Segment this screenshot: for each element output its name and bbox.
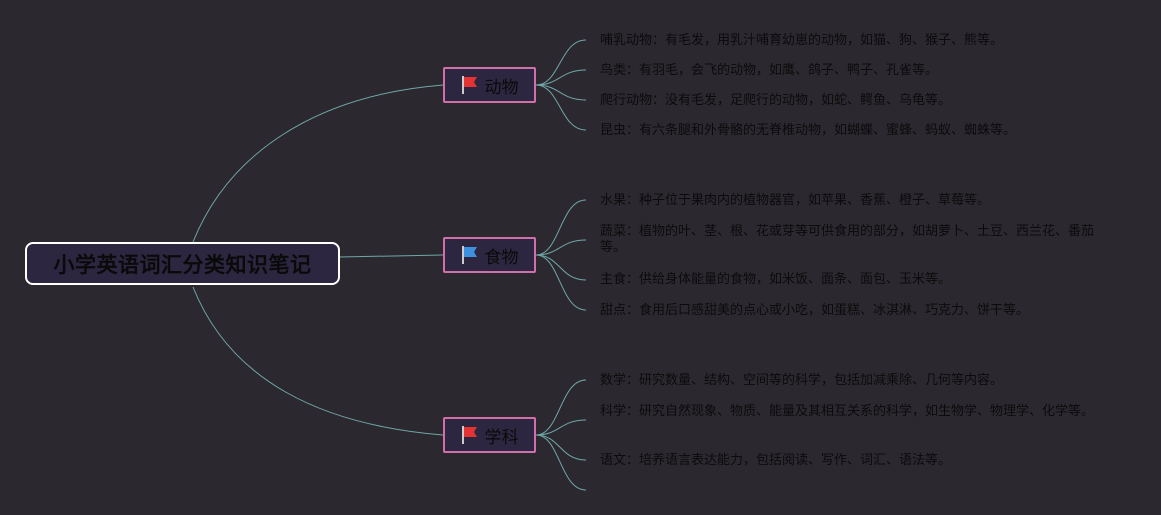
leaf-item[interactable]: 甜点：食用后口感甜美的点心或小吃，如蛋糕、冰淇淋、巧克力、饼干等。	[600, 303, 1030, 318]
topic-node-subjects[interactable]: 学科	[443, 417, 536, 453]
topic-2-branch-0	[535, 379, 587, 436]
leaf-item[interactable]: 主食：供给身体能量的食物，如米饭、面条、面包、玉米等。	[600, 272, 952, 287]
leaf-item[interactable]: 爬行动物：没有毛发，足爬行的动物，如蛇、鳄鱼、乌龟等。	[600, 93, 952, 108]
topic-1-branch-0	[535, 199, 587, 256]
leaf-item[interactable]: 科学：研究自然现象、物质、能量及其相互关系的科学，如生物学、物理学、化学等。	[600, 404, 1095, 419]
flag-pole	[461, 246, 464, 264]
leaf-item[interactable]: 数学：研究数量、结构、空间等的科学，包括加减乘除、几何等内容。	[600, 373, 1004, 388]
topic-1-branch-1	[535, 239, 587, 256]
topic-1-branch-3	[535, 254, 587, 311]
topic-label: 学科	[484, 427, 519, 448]
topic-1-branch-2	[535, 254, 587, 281]
red-flag-icon	[461, 426, 477, 444]
leaf-item[interactable]: 水果：种子位于果肉内的植物器官，如苹果、香蕉、橙子、草莓等。	[600, 193, 991, 208]
topic-0-branch-3	[535, 84, 587, 131]
topic-node-food[interactable]: 食物	[443, 237, 536, 273]
root-to-topic-0-link	[192, 84, 444, 243]
flag-pole	[461, 76, 464, 94]
topic-0-branch-2	[535, 84, 587, 101]
leaf-item[interactable]: 昆虫：有六条腿和外骨骼的无脊椎动物，如蝴蝶、蜜蜂、蚂蚁、蜘蛛等。	[600, 123, 1017, 138]
root-title: 小学英语词汇分类知识笔记	[53, 252, 312, 277]
root-node[interactable]: 小学英语词汇分类知识笔记	[25, 242, 340, 285]
topic-node-animals[interactable]: 动物	[443, 67, 536, 103]
blue-flag-icon	[461, 246, 477, 264]
topic-label: 动物	[484, 77, 519, 98]
root-to-topic-1-link	[339, 254, 444, 258]
topic-0-branch-1	[535, 69, 587, 86]
topic-label: 食物	[484, 247, 519, 268]
leaf-item[interactable]: 鸟类：有羽毛，会飞的动物，如鹰、鸽子、鸭子、孔雀等。	[600, 63, 939, 78]
topic-0-branch-0	[535, 39, 587, 86]
root-to-topic-2-link	[192, 286, 444, 436]
leaf-item[interactable]: 蔬菜：植物的叶、茎、根、花或芽等可供食用的部分，如胡萝卜、土豆、西兰花、番茄等。	[600, 224, 1095, 255]
flag-pole	[461, 426, 464, 444]
topic-2-branch-3	[535, 434, 587, 491]
leaf-item[interactable]: 哺乳动物：有毛发，用乳汁哺育幼崽的动物，如猫、狗、猴子、熊等。	[600, 33, 1004, 48]
topic-2-branch-1	[535, 419, 587, 436]
leaf-item[interactable]: 语文：培养语言表达能力，包括阅读、写作、词汇、语法等。	[600, 453, 952, 468]
topic-2-branch-2	[535, 434, 587, 461]
red-flag-icon	[461, 76, 477, 94]
